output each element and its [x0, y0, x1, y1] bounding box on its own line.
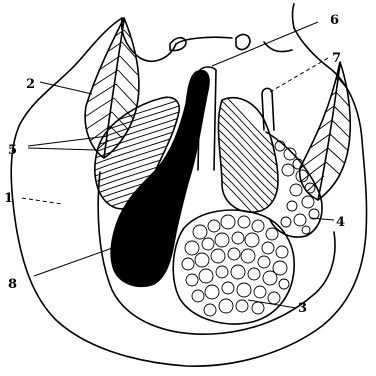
- leader-7: [270, 58, 328, 92]
- label-5: 5: [8, 143, 17, 158]
- right-tube: [262, 88, 274, 130]
- label-4: 4: [336, 215, 345, 230]
- label-8: 8: [8, 277, 17, 292]
- label-7: 7: [332, 51, 341, 66]
- label-6: 6: [330, 13, 339, 28]
- granular-mass: [173, 210, 294, 324]
- label-1: 1: [4, 191, 13, 206]
- leader-5a: [28, 136, 108, 146]
- dark-organ: [111, 71, 209, 287]
- leader-3: [248, 300, 296, 308]
- label-3: 3: [298, 301, 307, 316]
- bead-chain: [266, 132, 322, 237]
- leader-6: [212, 22, 318, 66]
- label-2: 2: [26, 77, 35, 92]
- leader-1: [22, 198, 62, 204]
- leader-2: [40, 82, 92, 94]
- leader-5b: [28, 148, 96, 150]
- right-plume: [296, 62, 360, 200]
- left-opening: [170, 38, 186, 51]
- right-opening: [236, 35, 250, 50]
